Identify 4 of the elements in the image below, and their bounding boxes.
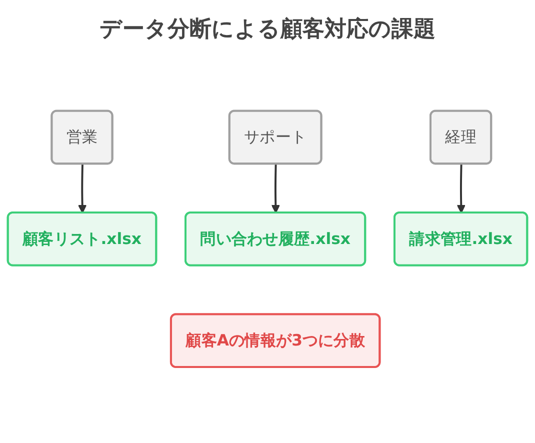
arrow (271, 164, 280, 213)
arrow (78, 164, 87, 213)
diagram-title: データ分断による顧客対応の課題 (98, 16, 436, 44)
arrow (456, 164, 466, 213)
